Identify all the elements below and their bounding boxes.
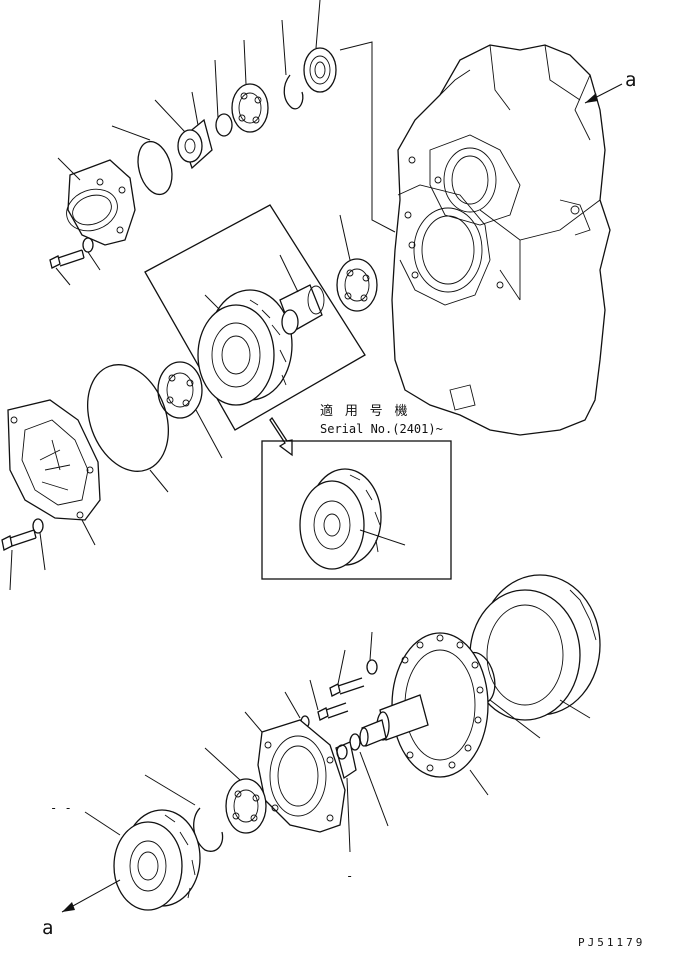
bearing-top bbox=[303, 0, 337, 93]
serial-note-line2: Serial No.(2401)~ bbox=[320, 422, 443, 436]
serial-note-line1: 適 用 号 機 bbox=[320, 403, 409, 419]
snap-ring-top bbox=[281, 19, 304, 110]
transmission-housing bbox=[391, 44, 611, 436]
dash-mark-left: - - bbox=[50, 801, 72, 815]
ring-gear-large bbox=[469, 574, 601, 721]
cover-housing-top bbox=[57, 157, 136, 246]
ring-small-top bbox=[214, 59, 233, 137]
bolt-lower-right bbox=[329, 649, 365, 697]
callout-a-top-label: a bbox=[625, 69, 636, 91]
callout-a-bottom-label: a bbox=[42, 917, 53, 939]
gear-bottom bbox=[84, 809, 201, 911]
o-ring-large bbox=[86, 364, 170, 493]
group-bracket-line bbox=[339, 41, 396, 233]
bolt-top-left bbox=[49, 249, 85, 286]
collar-top bbox=[154, 91, 213, 170]
serial-detail-box bbox=[261, 440, 452, 580]
gear-spur-large bbox=[197, 289, 293, 406]
o-ring-top bbox=[111, 125, 173, 196]
housing-plate-bottom bbox=[244, 711, 346, 833]
bolt-lower-middle bbox=[309, 679, 349, 721]
figure-id: PJ51179 bbox=[578, 936, 645, 949]
snap-ring-bottom bbox=[144, 774, 224, 852]
bracket-plate bbox=[335, 741, 357, 853]
serial-note: 適 用 号 機 Serial No.(2401)~ bbox=[320, 403, 443, 436]
output-shaft bbox=[359, 694, 429, 747]
cover-plate-left bbox=[7, 399, 101, 546]
bearing-bottom bbox=[204, 747, 267, 834]
dash-mark-bottom: - bbox=[346, 869, 353, 883]
bearing-middle-left bbox=[157, 361, 223, 459]
callout-a-bottom: a bbox=[42, 879, 121, 939]
gear-spur-alt bbox=[299, 468, 406, 570]
shaft-pinion bbox=[279, 254, 325, 335]
callout-a-top: a bbox=[584, 69, 636, 104]
bearing-middle-right bbox=[336, 214, 378, 312]
washer-top-left bbox=[82, 237, 101, 271]
washer-stack-right bbox=[366, 631, 378, 675]
washer-middle-left bbox=[32, 518, 46, 571]
seal-small bbox=[349, 733, 389, 827]
bearing-upper bbox=[231, 39, 269, 133]
reference-arrow bbox=[269, 416, 293, 457]
bolt-middle-left bbox=[1, 529, 37, 591]
